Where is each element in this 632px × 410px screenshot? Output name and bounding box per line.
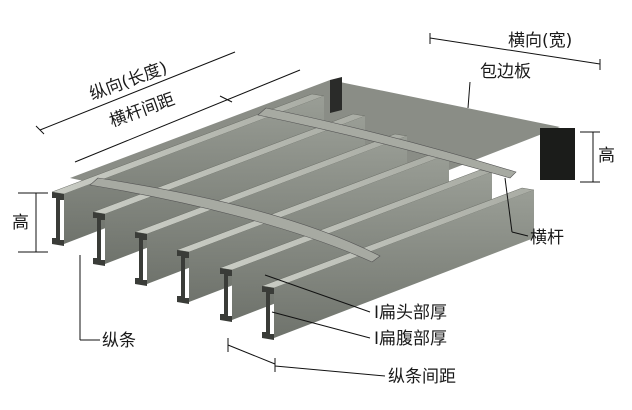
dimension-lines <box>18 33 601 372</box>
bearing-bar-end-profile <box>135 232 147 286</box>
label-flange-thickness: I扁头部厚 <box>374 303 447 323</box>
crossbar-front <box>89 177 381 263</box>
edge-band-end <box>540 128 575 180</box>
spacing-leader <box>274 365 386 377</box>
bearing-bar-end-profile <box>52 192 64 246</box>
label-bearing-bar-spacing: 纵条间距 <box>388 367 456 387</box>
label-height-left: 高 <box>12 213 29 233</box>
bar-spacing-dim-line <box>227 344 276 365</box>
label-crossbar: 横杆 <box>530 228 564 248</box>
crossbars <box>89 107 517 263</box>
bearing-bar-end-profile <box>220 268 232 322</box>
label-bearing-bar: 纵条 <box>102 331 136 351</box>
crossbar-back <box>257 107 517 179</box>
web-leader <box>271 311 371 339</box>
edge-band-leader <box>467 81 471 109</box>
crossbar-spacing-dim-line <box>74 69 301 163</box>
bearing-bars <box>51 93 535 340</box>
label-height-right: 高 <box>598 146 615 166</box>
leader-lines <box>79 81 529 377</box>
bearing-bar-end-profile <box>262 286 274 340</box>
label-transverse-width: 横向(宽) <box>508 31 572 51</box>
bearing-bar-end-profile <box>93 212 105 266</box>
width-dim-line <box>429 37 601 65</box>
length-dim-line <box>39 51 236 131</box>
crossbar-leader <box>504 177 513 233</box>
label-web-thickness: I扁腹部厚 <box>374 329 447 349</box>
flange-leader <box>264 274 371 313</box>
label-edge-band: 包边板 <box>480 62 531 82</box>
bearing-bar-end-profile <box>177 250 189 304</box>
